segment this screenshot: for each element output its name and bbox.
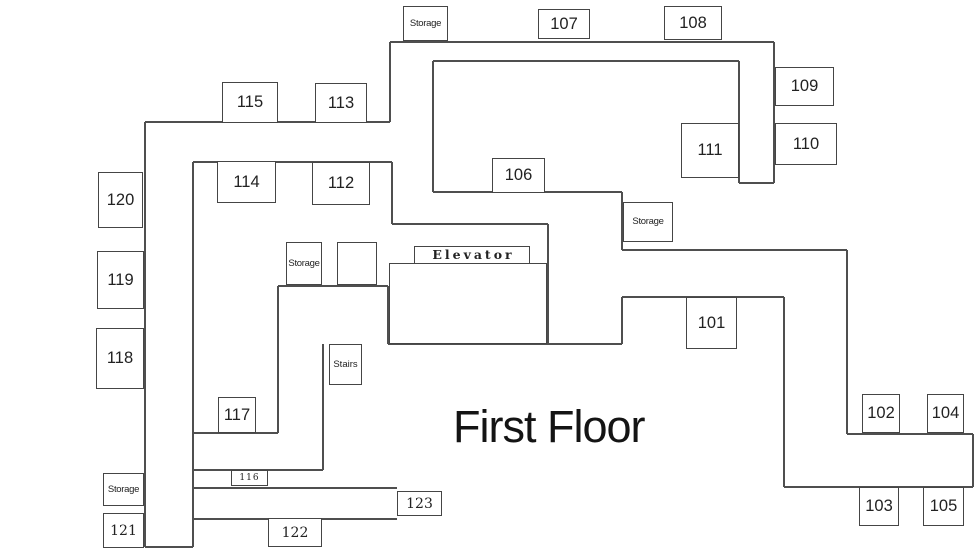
room-box-105: 105 — [923, 487, 964, 526]
room-box-116: 116 — [231, 470, 268, 486]
room-box-118: 118 — [96, 328, 144, 389]
room-box-119: 119 — [97, 251, 144, 309]
room-box-102: 102 — [862, 394, 900, 433]
storage-box-bottomleft: Storage — [103, 473, 144, 506]
room-box-112: 112 — [312, 162, 370, 205]
room-box-121: 121 — [103, 513, 144, 548]
elevator-label: Elevator — [414, 246, 530, 264]
storage-box-top: Storage — [403, 6, 448, 41]
storage-box-center: Storage — [286, 242, 322, 285]
room-box-106: 106 — [492, 158, 545, 193]
room-box-117: 117 — [218, 397, 256, 433]
room-box-104: 104 — [927, 394, 964, 433]
elevator-room — [389, 263, 547, 344]
room-box-108: 108 — [664, 6, 722, 40]
stairs-box: Stairs — [329, 344, 362, 385]
room-box-113: 113 — [315, 83, 367, 123]
room-box-122: 122 — [268, 518, 322, 547]
floor-title: First Floor — [453, 401, 645, 452]
room-box-114: 114 — [217, 161, 276, 203]
room-box-115: 115 — [222, 82, 278, 123]
storage-box-midright: Storage — [623, 202, 673, 242]
room-box-123: 123 — [397, 491, 442, 516]
room-box-109: 109 — [775, 67, 834, 106]
room-box-107: 107 — [538, 9, 590, 39]
room-box-101: 101 — [686, 297, 737, 349]
closet-box — [337, 242, 377, 285]
room-box-111: 111 — [681, 123, 739, 178]
room-box-110: 110 — [775, 123, 837, 165]
room-box-103: 103 — [859, 487, 899, 526]
room-box-120: 120 — [98, 172, 143, 228]
